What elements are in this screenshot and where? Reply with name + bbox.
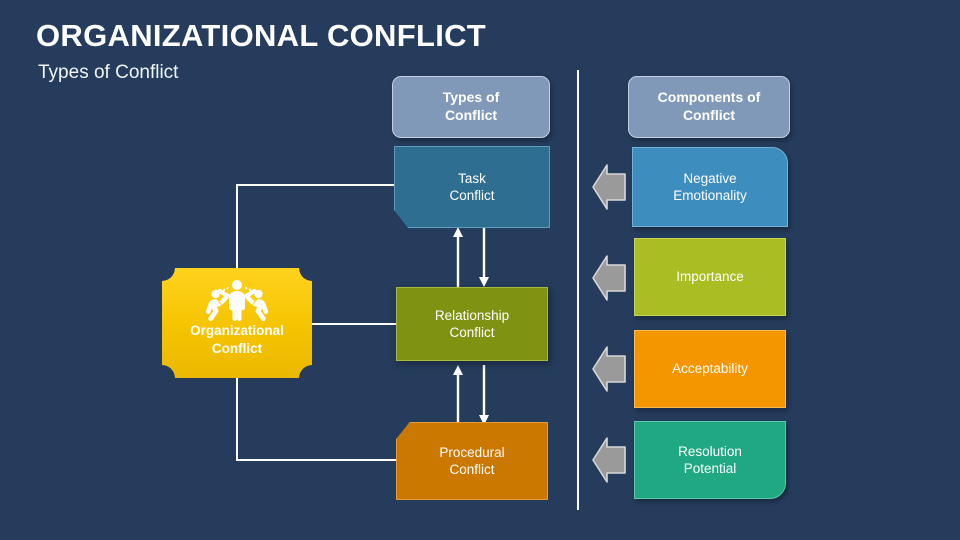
- connector-badge-to-procedural-horizontal: [236, 459, 396, 461]
- node-acceptability-label: Acceptability: [672, 361, 748, 377]
- page-subtitle: Types of Conflict: [38, 62, 179, 83]
- arrow-acceptability-left: [592, 345, 626, 393]
- node-acceptability[interactable]: Acceptability: [634, 330, 786, 408]
- arrow-relationship-to-procedural-down: [478, 365, 490, 425]
- column-divider: [577, 70, 579, 510]
- node-importance-label: Importance: [676, 269, 744, 285]
- arrow-procedural-to-relationship-up: [452, 365, 464, 425]
- arrow-negative-emotionality-left: [592, 163, 626, 211]
- three-people-conflict-icon: [198, 277, 276, 326]
- arrow-relationship-to-task-up: [452, 227, 464, 287]
- connector-badge-to-procedural-vertical: [236, 323, 238, 461]
- connector-badge-to-relationship: [310, 323, 396, 325]
- node-importance[interactable]: Importance: [634, 238, 786, 316]
- connector-badge-to-task-vertical: [236, 184, 238, 324]
- arrow-importance-left: [592, 254, 626, 302]
- arrow-task-to-relationship-down: [478, 227, 490, 287]
- arrow-resolution-potential-left: [592, 436, 626, 484]
- connector-badge-to-task-horizontal: [236, 184, 394, 186]
- page-title: ORGANIZATIONAL CONFLICT: [36, 18, 487, 53]
